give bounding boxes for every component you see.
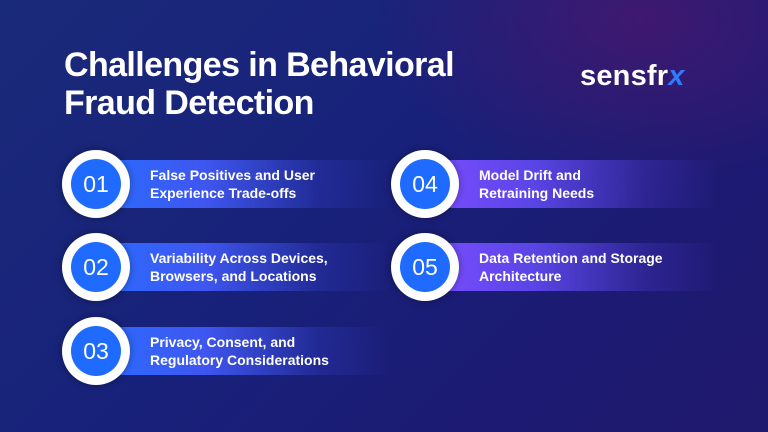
challenge-item-01: 01 False Positives and User Experience T…: [62, 144, 402, 218]
number-circle: 04: [400, 159, 450, 209]
challenge-item-04: 04 Model Drift and Retraining Needs: [391, 144, 731, 218]
item-label: Data Retention and Storage Architecture: [479, 249, 663, 285]
item-label-line-2: Retraining Needs: [479, 185, 595, 201]
number-circle: 03: [71, 326, 121, 376]
number-badge: 02: [62, 233, 130, 301]
number-circle: 05: [400, 242, 450, 292]
item-label: False Positives and User Experience Trad…: [150, 166, 315, 202]
number-badge: 05: [391, 233, 459, 301]
item-label-line-2: Architecture: [479, 268, 562, 284]
title-line-1: Challenges in Behavioral: [64, 46, 455, 84]
item-label-line-1: Privacy, Consent, and: [150, 334, 296, 350]
item-label-line-1: Data Retention and Storage: [479, 250, 663, 266]
item-label: Privacy, Consent, and Regulatory Conside…: [150, 333, 329, 369]
challenge-item-03: 03 Privacy, Consent, and Regulatory Cons…: [62, 311, 402, 385]
item-label-line-1: Variability Across Devices,: [150, 250, 328, 266]
item-label-line-1: False Positives and User: [150, 167, 315, 183]
item-label: Variability Across Devices, Browsers, an…: [150, 249, 328, 285]
page-title: Challenges in Behavioral Fraud Detection: [64, 46, 455, 122]
item-bar: [102, 243, 392, 291]
item-label-line-1: Model Drift and: [479, 167, 581, 183]
item-bar: [102, 327, 392, 375]
number-badge: 04: [391, 150, 459, 218]
item-label: Model Drift and Retraining Needs: [479, 166, 594, 202]
logo-accent-x: x: [668, 60, 685, 92]
number-circle: 01: [71, 159, 121, 209]
number-circle: 02: [71, 242, 121, 292]
item-label-line-2: Regulatory Considerations: [150, 352, 329, 368]
title-line-2: Fraud Detection: [64, 84, 314, 122]
item-bar: [431, 243, 721, 291]
challenge-item-05: 05 Data Retention and Storage Architectu…: [391, 227, 731, 301]
item-label-line-2: Browsers, and Locations: [150, 268, 317, 284]
challenge-item-02: 02 Variability Across Devices, Browsers,…: [62, 227, 402, 301]
item-label-line-2: Experience Trade-offs: [150, 185, 297, 201]
number-badge: 03: [62, 317, 130, 385]
number-badge: 01: [62, 150, 130, 218]
item-bar: [431, 160, 721, 208]
logo-text: sensfr: [580, 60, 669, 92]
item-bar: [102, 160, 392, 208]
